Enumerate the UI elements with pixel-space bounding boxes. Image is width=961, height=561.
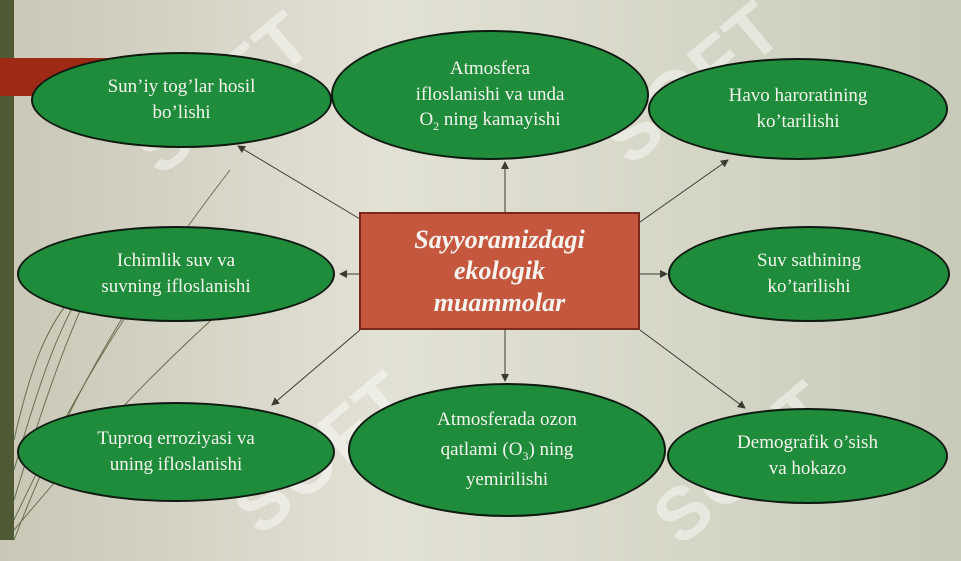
node-line: yemirilishi <box>465 469 549 491</box>
center-title-line1: Sayyoramizdagi <box>414 225 585 255</box>
arrow-to-suniy-toglar <box>237 145 366 223</box>
node-line: uning ifloslanishi <box>109 454 243 475</box>
node-line: ko’tarilishi <box>767 276 851 297</box>
node-tuproq: Tuproq erroziyasi va uning ifloslanishi <box>17 402 335 502</box>
node-line: Atmosferada ozon <box>437 408 577 430</box>
node-line: suvning ifloslanishi <box>101 276 251 297</box>
node-ozon-qatlami: Atmosferada ozon qatlami (O3) ning yemir… <box>348 383 666 517</box>
node-line: Tuproq erroziyasi va <box>97 428 255 450</box>
node-line: bo’lishi <box>152 102 211 123</box>
left-sidebar-bar <box>0 0 14 540</box>
node-suv-sathi: Suv sathining ko’tarilishi <box>668 226 950 322</box>
node-ichimlik-suv: Ichimlik suv va suvning ifloslanishi <box>17 226 335 322</box>
node-line: ifloslanishi va unda <box>415 83 565 105</box>
center-title-line3: muammolar <box>433 287 566 317</box>
node-line: ko’tarilishi <box>756 111 840 132</box>
node-line: qatlami (O3) ning <box>440 438 574 463</box>
node-demografik: Demografik o’sish va hokazo <box>667 408 948 504</box>
node-line: O2 ning kamayishi <box>419 109 561 133</box>
arrow-to-demografik <box>639 329 746 409</box>
node-line: va hokazo <box>768 458 847 479</box>
central-topic-box: Sayyoramizdagi ekologik muammolar <box>359 212 640 330</box>
node-line: Ichimlik suv va <box>116 250 236 272</box>
node-suniy-toglar: Sun’iy tog’lar hosil bo’lishi <box>31 52 332 148</box>
node-line: Atmosfera <box>449 57 531 79</box>
node-line: Havo haroratining <box>728 85 868 107</box>
node-line: Suv sathining <box>757 250 861 272</box>
arrow-to-havo-harorati <box>639 159 729 223</box>
node-atmosfera-ifloslanishi: Atmosfera ifloslanishi va unda O2 ning k… <box>331 30 649 160</box>
node-line: Sun’iy tog’lar hosil <box>107 76 256 98</box>
center-title-line2: ekologik <box>453 256 545 286</box>
arrow-to-tuproq <box>271 329 361 406</box>
node-havo-harorati: Havo haroratining ko’tarilishi <box>648 58 948 160</box>
node-line: Demografik o’sish <box>737 432 878 454</box>
connector-arrows <box>237 145 746 409</box>
